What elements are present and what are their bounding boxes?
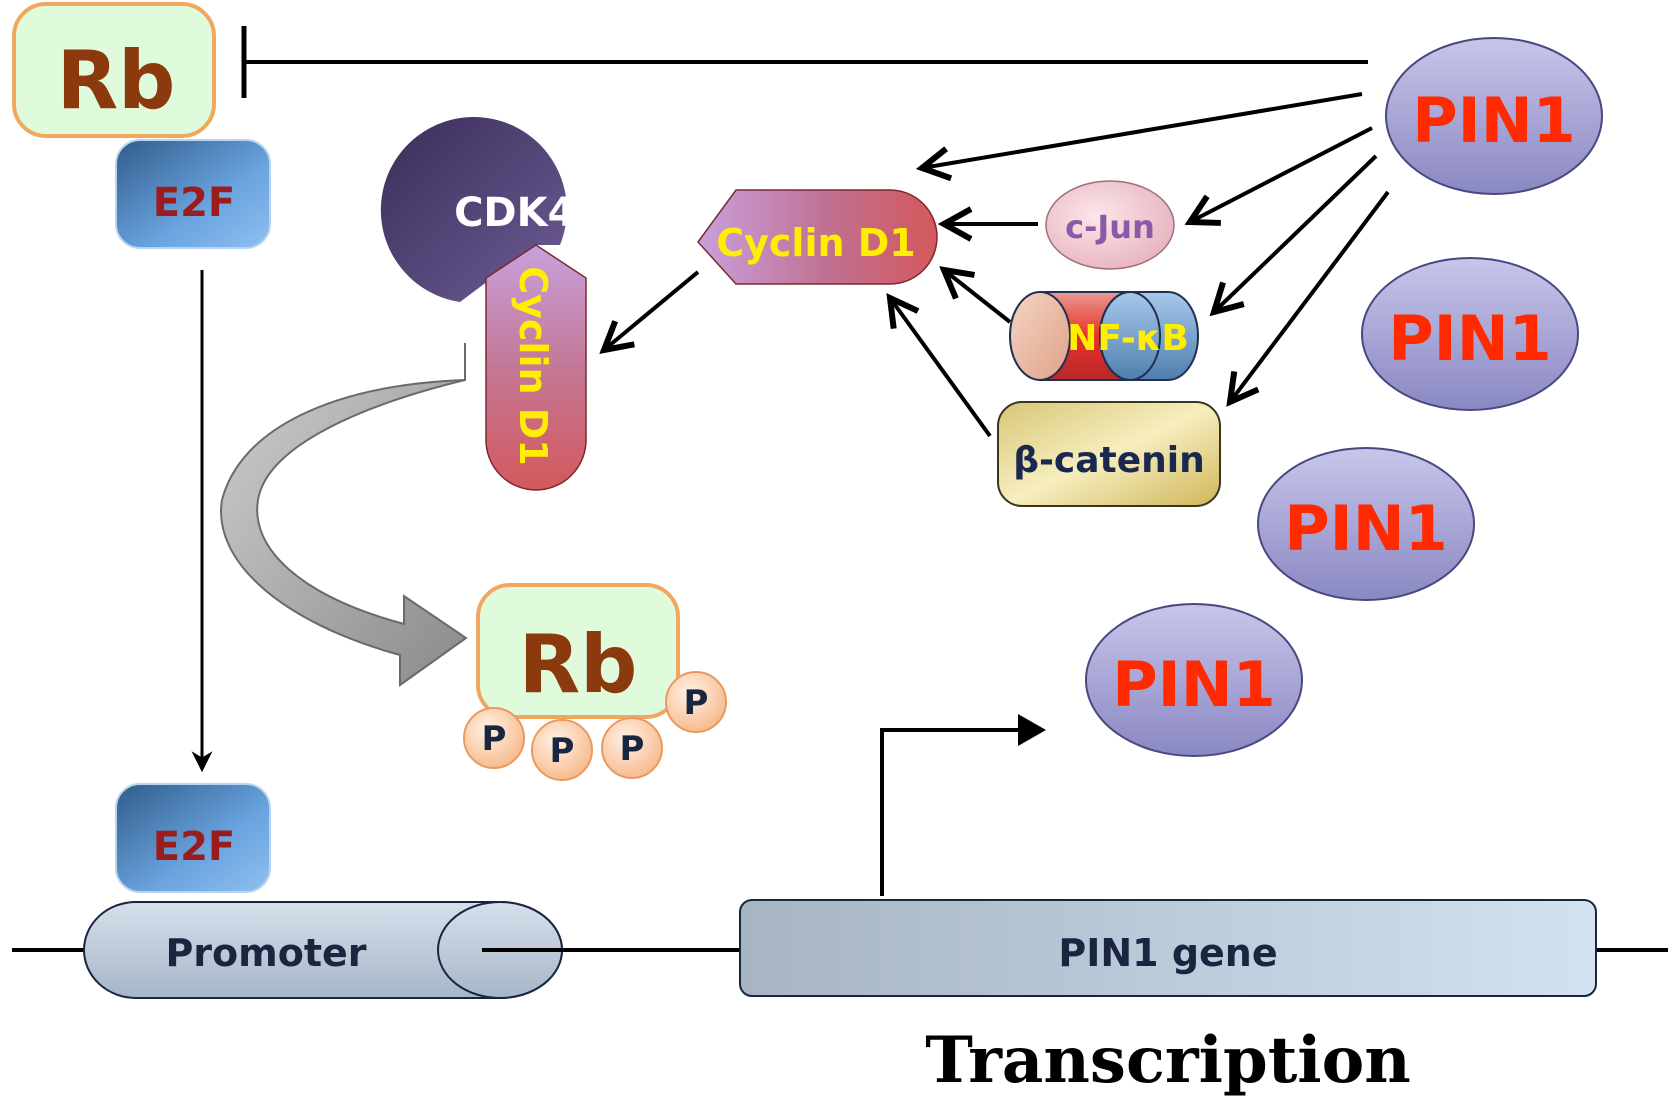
e2f-box-bottom: E2F xyxy=(115,783,271,893)
cyclin-d1-horizontal-label: Cyclin D1 xyxy=(716,221,916,265)
rb-top-label: Rb xyxy=(57,34,176,127)
phospho-group-4: P xyxy=(665,671,727,733)
phospho-label-3: P xyxy=(620,729,645,769)
promoter-element: Promoter xyxy=(83,901,566,999)
cjun-node: c-Jun xyxy=(1045,180,1175,270)
phospho-label-2: P xyxy=(550,731,575,771)
promoter-label: Promoter xyxy=(165,931,366,975)
transcription-start-arrow xyxy=(880,714,1046,896)
phospho-group-1: P xyxy=(463,707,525,769)
pin1-to-bcatenin-arrow xyxy=(1230,190,1390,402)
bcatenin-label: β-catenin xyxy=(1013,440,1205,481)
pin1-to-nfkb-arrow xyxy=(1214,154,1378,312)
rb-box-top: Rb xyxy=(12,2,216,138)
rb-phos-label: Rb xyxy=(519,618,638,711)
pin1-label-4: PIN1 xyxy=(1112,648,1276,721)
pin1-label-3: PIN1 xyxy=(1284,492,1448,565)
pin1-to-cyclin-arrow xyxy=(922,92,1363,168)
cyclin-d1-horizontal: Cyclin D1 xyxy=(697,189,938,285)
cyclin-d1-vertical: Cyclin D1 xyxy=(485,244,587,491)
phospho-group-3: P xyxy=(601,717,663,779)
pin1-node-2: PIN1 xyxy=(1361,257,1579,411)
phospho-label-1: P xyxy=(482,719,507,759)
nfkb-label: NF-κB xyxy=(1067,318,1189,359)
transcription-label: Transcription xyxy=(925,1023,1411,1098)
pin1-node-1: PIN1 xyxy=(1385,37,1603,195)
e2f-box-top: E2F xyxy=(115,139,271,249)
cdk46-label: CDK4/6 xyxy=(454,190,618,236)
pin1-node-4: PIN1 xyxy=(1085,603,1303,757)
bcatenin-node: β-catenin xyxy=(997,401,1221,507)
e2f-top-label: E2F xyxy=(153,180,235,226)
e2f-bottom-label: E2F xyxy=(153,824,235,870)
cjun-label: c-Jun xyxy=(1065,208,1155,246)
phospho-group-2: P xyxy=(531,719,593,781)
cyclin-d1-vertical-label: Cyclin D1 xyxy=(511,266,555,466)
pin1-label-1: PIN1 xyxy=(1412,84,1576,157)
nfkb-node: NF-κB xyxy=(1009,291,1199,381)
pin1-node-3: PIN1 xyxy=(1257,447,1475,601)
rb-box-phosphorylated: Rb xyxy=(476,583,680,719)
pin1-gene-label: PIN1 gene xyxy=(1058,931,1277,975)
pin1-to-cjun-arrow xyxy=(1190,126,1373,222)
cyclin-to-cdk-arrow xyxy=(604,270,700,350)
pin1-label-2: PIN1 xyxy=(1388,302,1552,375)
nfkb-to-cyclin-arrow xyxy=(944,270,1012,324)
pin1-gene-element: PIN1 gene xyxy=(739,899,1597,997)
bcatenin-to-cyclin-arrow xyxy=(890,298,992,438)
phospho-label-4: P xyxy=(684,683,709,723)
inhibition-line xyxy=(241,26,1368,98)
phosphorylation-arrow xyxy=(220,343,468,687)
